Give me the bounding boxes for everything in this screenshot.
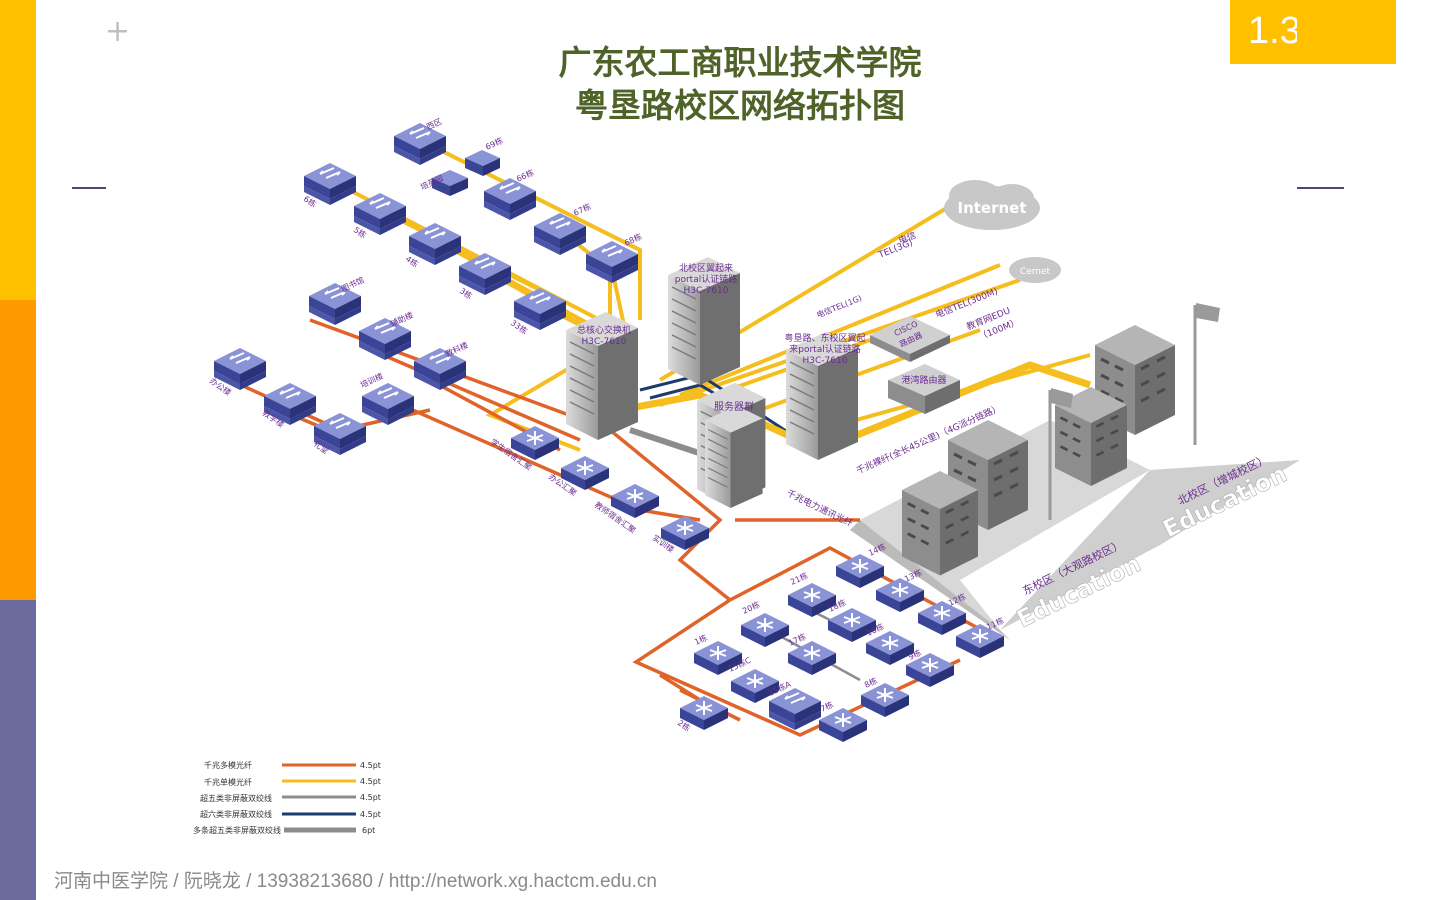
label-d1: 1栋 [693,632,709,647]
gangwan-router-icon [888,364,960,414]
east-auth-label-2: 来portal认证链路 [789,343,860,355]
legend-label-2: 超五类非屏蔽双绞线 [200,793,272,803]
page-number-box-right [1297,0,1396,64]
campus-plate-edge [850,520,1010,640]
diagram-title-line2: 粤垦路校区网络拓扑图 [575,86,905,125]
legend-value-4: 6pt [362,826,375,835]
east-auth-label-3: H3C-7610 [803,356,848,366]
power-fiber-label: 千兆电力通讯光纤 [785,487,855,529]
tel3g-label-2: TEL(3G) [876,238,914,261]
footer-text: 河南中医学院 / 阮晓龙 / 13938213680 / http://netw… [54,871,657,892]
legend-value-2: 4.5pt [360,793,381,802]
diagram-title-line1: 广东农工商职业技术学院 [559,43,922,82]
legend-label-0: 千兆多模光纤 [204,760,252,770]
north-auth-label-1: 北校区翼起来 [679,262,733,274]
label-xiqu: 西区 [425,117,443,132]
sidebar-purple-block [0,600,36,900]
cernet-cloud-icon: Cernet [1009,257,1061,283]
label-d7: 7栋 [819,699,835,714]
legend-label-1: 千兆单模光纤 [204,777,252,787]
label-d21: 21栋 [789,570,810,587]
page-number: 1.3 [1248,10,1301,52]
label-b67: 67栋 [572,201,593,218]
tel1g-label: 电信TEL(1G) [815,293,863,320]
label-d20: 20栋 [741,599,762,616]
server-cluster-label: 服务器群 [714,400,754,413]
main-switch-label-2: H3C-7610 [582,337,627,347]
sidebar-orange-block [0,300,36,600]
north-auth-label-3: H3C-7610 [684,286,729,296]
flag-icon [1048,303,1220,520]
internet-label: Internet [957,199,1026,217]
north-campus-plate [1000,460,1300,630]
plus-icon: + [105,14,131,49]
label-fudao: 辅助楼 [389,310,415,329]
divider-left [72,187,106,189]
label-b69: 69栋 [484,135,505,152]
cernet-label: Cernet [1020,267,1051,277]
gangwan-label: 港湾路由器 [901,374,946,386]
legend-label-3: 超六类非屏蔽双绞线 [200,809,272,819]
main-switch-label-1: 总核心交换机 [577,324,631,336]
legend: 千兆多模光纤 4.5pt 千兆单模光纤 4.5pt 超五类非屏蔽双绞线 4.5p… [193,760,381,835]
small-switches [432,150,500,196]
east-campus-building-2-icon [900,469,980,577]
legend-value-0: 4.5pt [360,761,381,770]
divider-right [1297,187,1344,189]
server-cluster-second-icon [704,405,764,509]
cisco-router-icon [870,316,950,362]
legend-value-3: 4.5pt [360,810,381,819]
east-auth-label-1: 粤垦路、东校区翼起 [784,332,865,344]
sidebar-yellow-block [0,0,36,300]
north-auth-label-2: portal认证链路 [675,273,737,285]
label-jiaoke: 教科楼 [444,340,470,359]
sidebar-accent [0,0,36,900]
label-library: 图书馆 [340,275,366,294]
label-b66: 66栋 [515,167,536,184]
legend-value-1: 4.5pt [360,777,381,786]
internet-cloud-icon: Internet [944,180,1040,230]
legend-label-4: 多条超五类非屏蔽双绞线 [193,825,281,835]
